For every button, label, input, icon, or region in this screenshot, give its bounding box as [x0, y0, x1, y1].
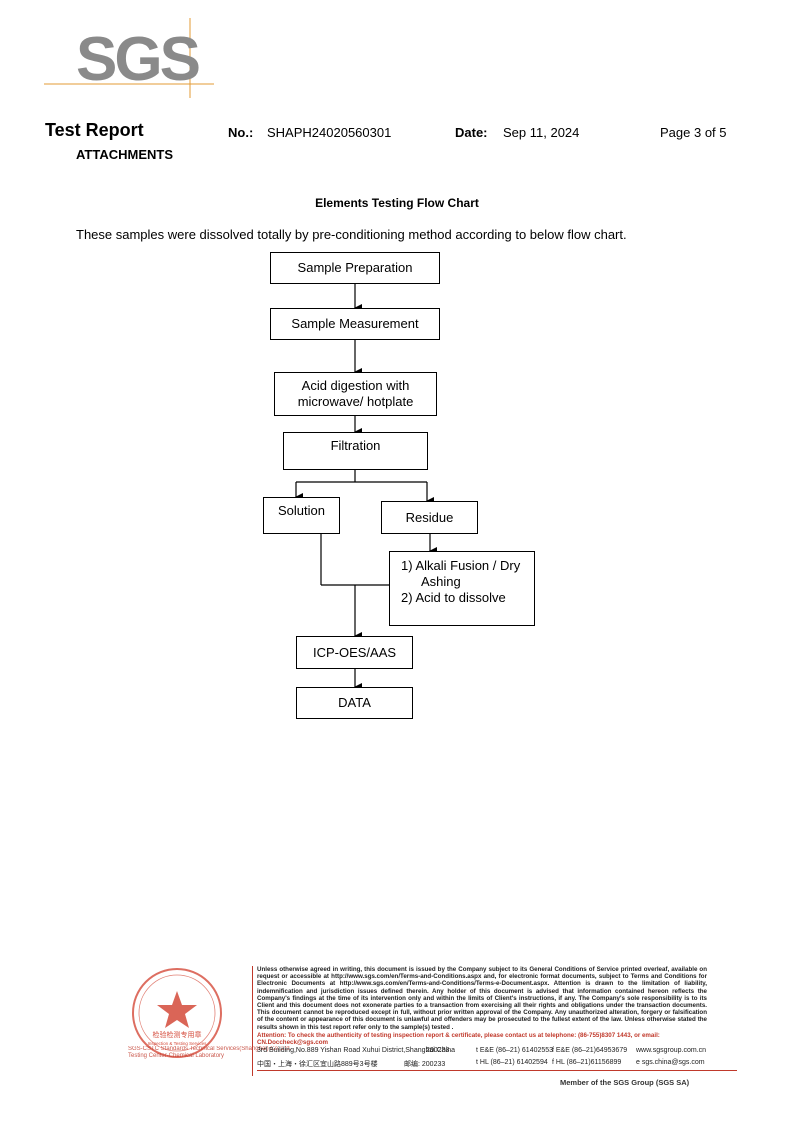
address-chinese: 中国・上海・徐汇区宜山路889号3号楼 [257, 1061, 378, 1068]
alkali-fusion-line3: 2) Acid to dissolve [401, 590, 506, 605]
data-box: DATA [296, 687, 413, 719]
page-number: Page 3 of 5 [660, 125, 727, 140]
stamp-english-text: Inspection & Testing Services [148, 1041, 207, 1046]
alkali-fusion-box: 1) Alkali Fusion / Dry Ashing 2) Acid to… [389, 551, 535, 626]
report-date: Sep 11, 2024 [503, 125, 580, 140]
acid-digestion-line1: Acid digestion with [301, 378, 410, 393]
stamp-text: 检验检测专用章 [153, 1030, 202, 1039]
email: e sgs.china@sgs.com [636, 1059, 705, 1066]
filtration-label: Filtration [330, 438, 381, 453]
sgs-logo: SGS [44, 18, 214, 100]
acid-digestion-line2: microwave/ hotplate [297, 394, 414, 409]
residue-box: Residue [381, 501, 478, 534]
zip-chinese: 邮编: 200233 [404, 1061, 446, 1068]
telephone-hl: t HL (86–21) 61402594 [476, 1059, 548, 1066]
footer-attention: Attention: To check the authenticity of … [257, 1032, 660, 1047]
sample-measurement-box: Sample Measurement [270, 308, 440, 340]
alkali-fusion-line1: 1) Alkali Fusion / Dry [401, 558, 521, 573]
zip-english: 200233 [426, 1047, 450, 1054]
star-icon [157, 991, 197, 1028]
fax-ee: f E&E (86–21)64953679 [552, 1047, 628, 1054]
company-seal: 检验检测专用章 Inspection & Testing Services [125, 965, 245, 1060]
date-label: Date: [455, 125, 488, 140]
stamp-caption-line2: Testing Center-Chemical Laboratory [128, 1053, 225, 1059]
solution-box: Solution [263, 497, 340, 534]
member-statement: Member of the SGS Group (SGS SA) [560, 1078, 690, 1087]
intro-text: These samples were dissolved totally by … [76, 227, 627, 242]
fax-hl: f HL (86–21)61156899 [552, 1059, 622, 1066]
filtration-box: Filtration [283, 432, 428, 470]
icp-oes-aas-box: ICP-OES/AAS [296, 636, 413, 669]
sample-measurement-label: Sample Measurement [291, 316, 419, 331]
telephone-ee: t E&E (86–21) 61402553 [476, 1047, 554, 1054]
footer-disclaimer: Unless otherwise agreed in writing, this… [257, 966, 707, 1031]
section-heading: ATTACHMENTS [76, 147, 174, 162]
solution-label: Solution [278, 503, 325, 518]
address-english: 3rd Building,No.889 Yishan Road Xuhui Di… [257, 1047, 456, 1054]
report-number-label: No.: [228, 125, 254, 140]
alkali-fusion-line2: Ashing [421, 574, 461, 589]
flow-chart-title: Elements Testing Flow Chart [315, 196, 479, 210]
website: www.sgsgroup.com.cn [636, 1047, 707, 1054]
stamp-caption: SGS-CSTC Standards Technical Services(Sh… [128, 1046, 291, 1060]
residue-label: Residue [405, 509, 454, 525]
report-title: Test Report [45, 120, 144, 140]
sample-preparation-label: Sample Preparation [297, 260, 413, 275]
logo-text: SGS [76, 25, 199, 94]
report-number: SHAPH24020560301 [267, 125, 392, 140]
icp-oes-aas-label: ICP-OES/AAS [312, 644, 397, 660]
stamp-caption-line1: SGS-CSTC Standards Technical Services(Sh… [128, 1046, 292, 1052]
footer-divider [252, 966, 253, 1076]
footer-rule [257, 1070, 737, 1071]
acid-digestion-box: Acid digestion with microwave/ hotplate [274, 372, 437, 416]
sample-preparation-box: Sample Preparation [270, 252, 440, 284]
data-label: DATA [338, 695, 371, 710]
